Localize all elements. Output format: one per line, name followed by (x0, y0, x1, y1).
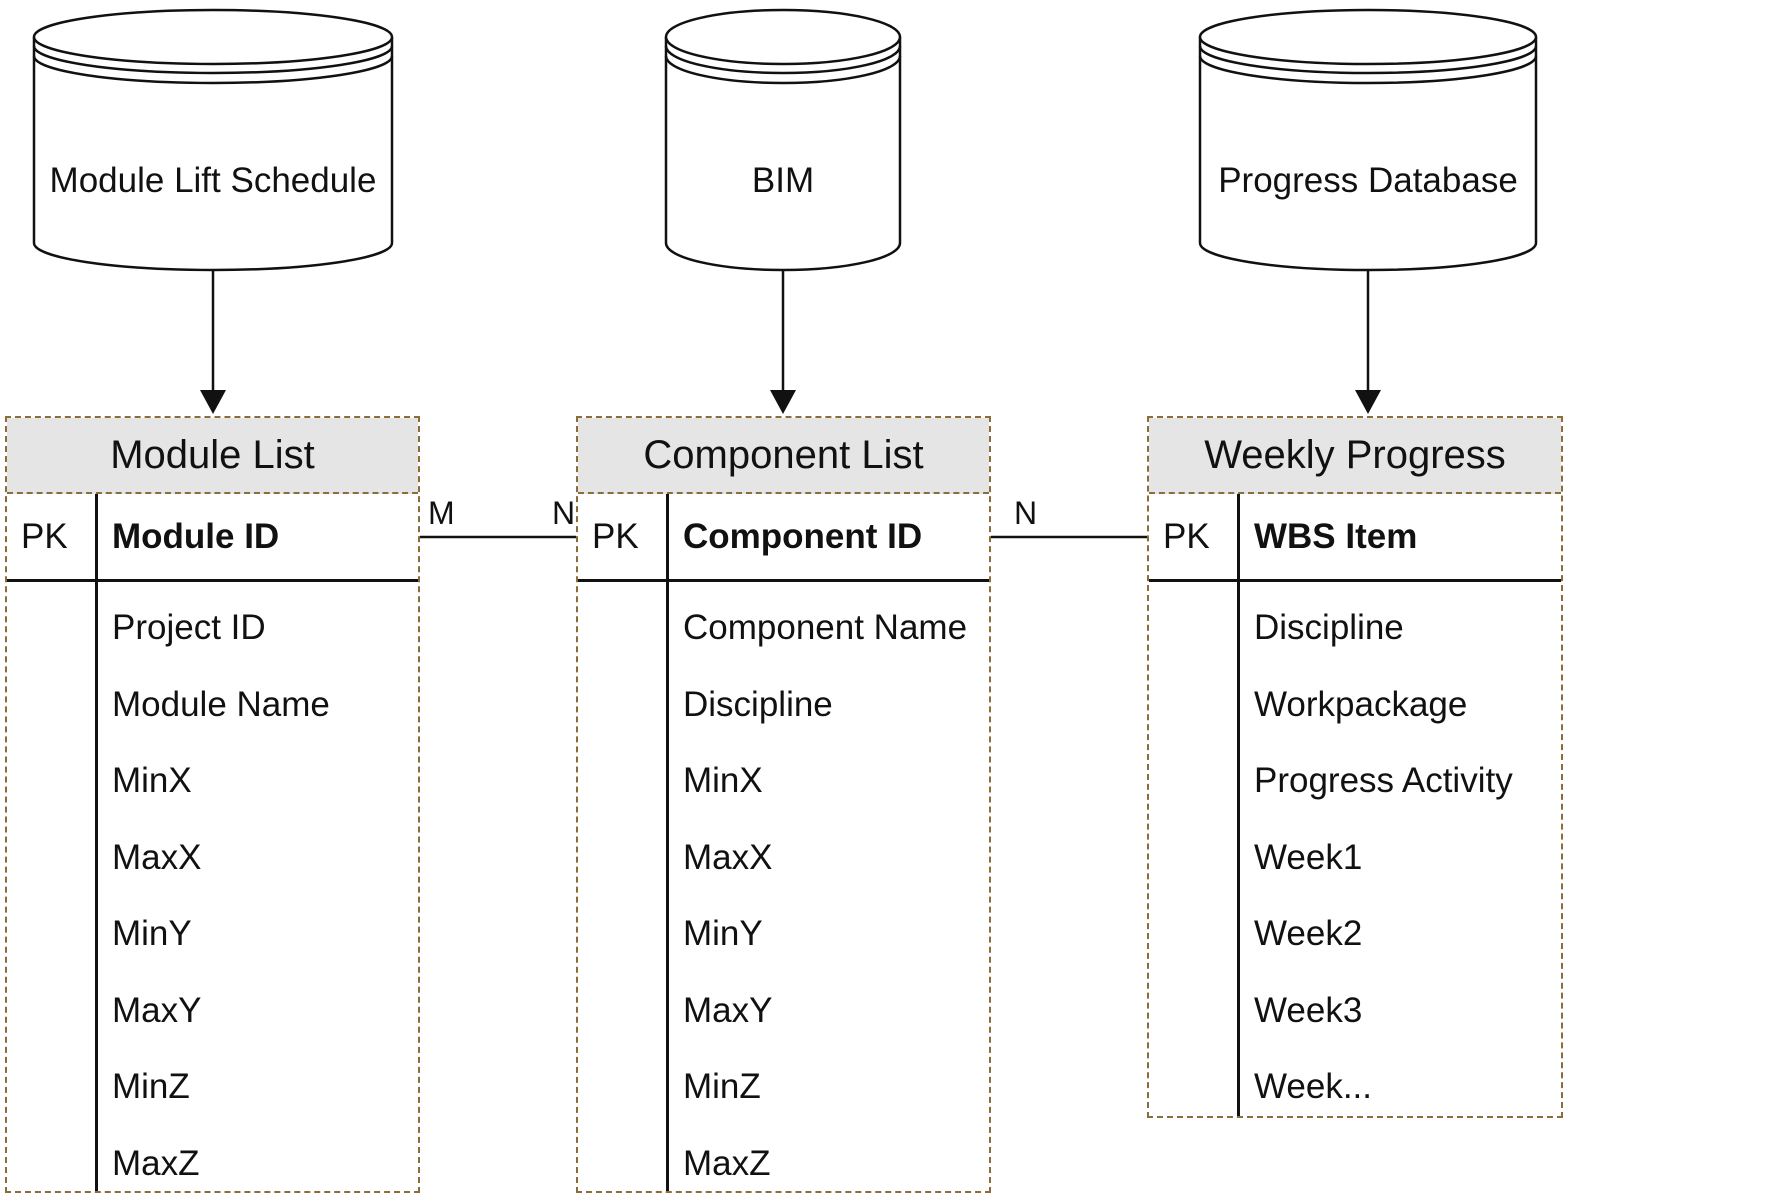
field-list: Project ID Module Name MinX MaxX MinY Ma… (112, 590, 418, 1202)
field-item: Discipline (1254, 590, 1561, 667)
cardinality-label-n: N (1014, 497, 1037, 529)
arrowhead-icon (770, 390, 796, 414)
field-item: Component Name (683, 590, 989, 667)
entity-title: Module List (7, 418, 418, 494)
field-item: Progress Activity (1254, 743, 1561, 820)
database-label: Module Lift Schedule (50, 161, 377, 200)
field-item: MaxX (683, 820, 989, 897)
column-divider (666, 494, 669, 1191)
field-item: MinZ (683, 1049, 989, 1126)
cylinder-top (1200, 10, 1536, 64)
primary-key-row: PK Module ID (7, 494, 418, 582)
field-item: MaxX (112, 820, 418, 897)
field-item: Week... (1254, 1049, 1561, 1126)
entity-module-list: Module List PK Module ID Project ID Modu… (5, 416, 420, 1193)
field-item: MinX (112, 743, 418, 820)
field-item: Module Name (112, 667, 418, 744)
field-item: Week1 (1254, 820, 1561, 897)
database-progress-database: Progress Database (1200, 10, 1536, 270)
field-item: MaxZ (112, 1126, 418, 1202)
field-list: Discipline Workpackage Progress Activity… (1254, 590, 1561, 1126)
field-item: MinX (683, 743, 989, 820)
database-module-lift-schedule: Module Lift Schedule (34, 10, 392, 270)
field-item: Week2 (1254, 896, 1561, 973)
cardinality-label-m: M (428, 497, 455, 529)
pk-tag: PK (1163, 494, 1210, 579)
field-item: MinY (683, 896, 989, 973)
field-item: MinY (112, 896, 418, 973)
pk-tag: PK (21, 494, 68, 579)
entity-weekly-progress: Weekly Progress PK WBS Item Discipline W… (1147, 416, 1563, 1118)
field-item: MaxY (683, 973, 989, 1050)
field-list: Component Name Discipline MinX MaxX MinY… (683, 590, 989, 1202)
cylinder-top (666, 10, 900, 64)
arrowhead-icon (1355, 390, 1381, 414)
primary-key-row: PK Component ID (578, 494, 989, 582)
cylinder-top (34, 10, 392, 64)
field-item: Workpackage (1254, 667, 1561, 744)
entity-component-list: Component List PK Component ID Component… (576, 416, 991, 1193)
field-item: Project ID (112, 590, 418, 667)
arrowhead-icon (200, 390, 226, 414)
entity-title: Component List (578, 418, 989, 494)
field-item: MaxZ (683, 1126, 989, 1202)
primary-key-field: Component ID (683, 494, 922, 579)
primary-key-field: WBS Item (1254, 494, 1417, 579)
database-label: Progress Database (1218, 161, 1518, 200)
cardinality-label-n: N (552, 497, 575, 529)
primary-key-field: Module ID (112, 494, 279, 579)
database-bim: BIM (666, 10, 900, 270)
primary-key-row: PK WBS Item (1149, 494, 1561, 582)
field-item: MaxY (112, 973, 418, 1050)
entity-title: Weekly Progress (1149, 418, 1561, 494)
field-item: MinZ (112, 1049, 418, 1126)
column-divider (95, 494, 98, 1191)
field-item: Week3 (1254, 973, 1561, 1050)
field-item: Discipline (683, 667, 989, 744)
database-label: BIM (752, 161, 814, 200)
column-divider (1237, 494, 1240, 1116)
pk-tag: PK (592, 494, 639, 579)
